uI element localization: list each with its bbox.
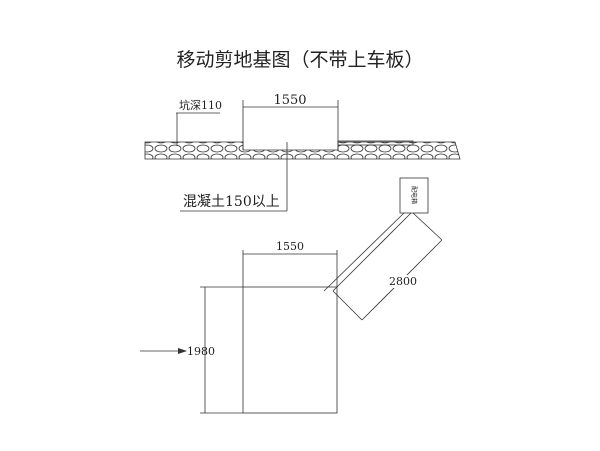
concrete-label: 混凝土150以上 [183, 194, 280, 210]
entry-arrow-icon [140, 348, 187, 354]
section-view: 1550 坑深110 混凝土150以上 [144, 93, 461, 212]
distribution-box [399, 177, 429, 214]
distribution-box-label: 配电箱 [410, 186, 418, 204]
drawing-title: 移动剪地基图（不带上车板） [176, 49, 423, 71]
platform-outline [242, 286, 338, 414]
cable-length-label: 2800 [389, 275, 417, 288]
pit-width-label: 1550 [273, 93, 306, 108]
pit-depth-label: 坑深110 [179, 98, 222, 112]
plan-view: 配电箱 2800 1550 1980 [140, 177, 443, 414]
length-label: 1980 [187, 345, 215, 358]
cable-length-label-background [387, 275, 419, 288]
width-label: 1550 [276, 240, 304, 253]
